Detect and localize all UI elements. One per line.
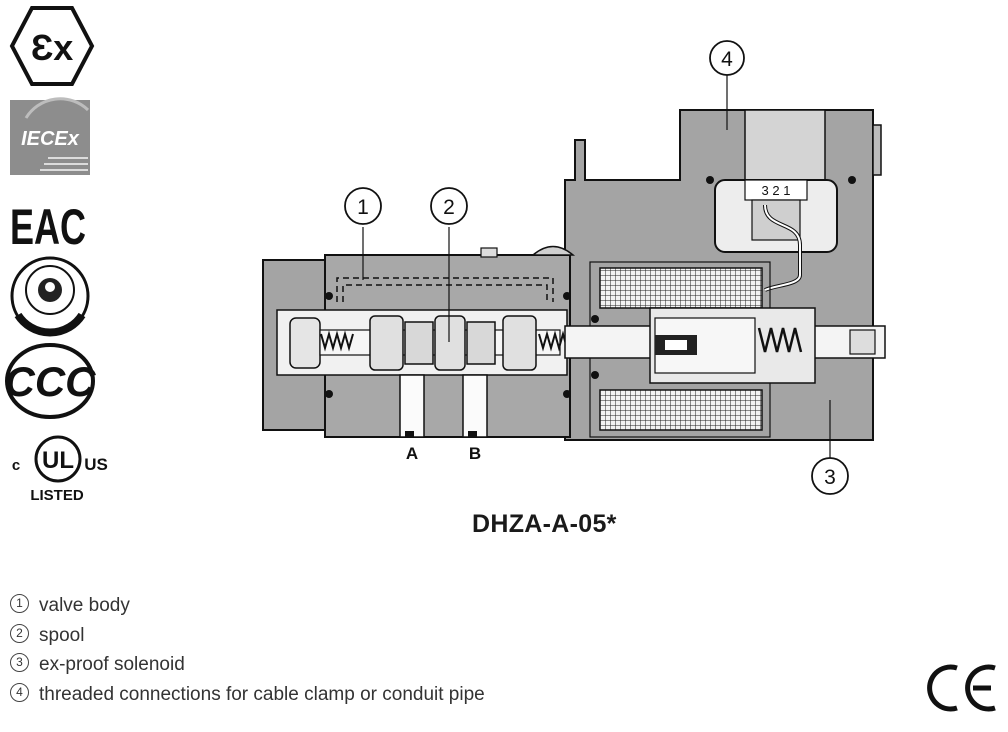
ce-mark-logo: CE [927, 664, 996, 712]
certification-logos: Ɛx IECEx EAC CCC UL c US LISTED [5, 6, 108, 504]
legend-item: 3 ex-proof solenoid [10, 650, 485, 680]
atex-ex-logo: Ɛx [9, 6, 95, 86]
callout-4: 4 [709, 40, 745, 76]
ul-listed-logo: UL c US LISTED [12, 435, 108, 504]
legend-item-text: ex-proof solenoid [39, 654, 185, 675]
ccc-logo-text: CCC [5, 358, 97, 405]
legend-item-text: spool [39, 624, 85, 646]
eac-logo-text: EAC [10, 199, 86, 255]
ul-listed-text: LISTED [30, 487, 84, 504]
callout-1: 1 [344, 187, 382, 225]
legend-item: 2 spool [10, 621, 485, 651]
callout-leaders [362, 74, 831, 458]
legend-item-number: 3 [10, 653, 29, 673]
callout-3: 3 [811, 457, 849, 495]
callout-2-label: 2 [443, 196, 455, 219]
iecex-logo: IECEx [10, 97, 90, 175]
spool [289, 315, 568, 371]
ccc-logo: CCC [5, 343, 97, 419]
ul-c-text: c [12, 457, 20, 474]
iecex-logo-text: IECEx [21, 128, 80, 150]
legend-item: 1 valve body [10, 591, 485, 621]
callout-1-label: 1 [357, 196, 369, 219]
eac-logo: EAC [10, 199, 86, 255]
diagram-title: DHZA-A-05* [472, 510, 617, 538]
safety-seal-logo [10, 256, 90, 337]
connector-pin-labels: 3 2 1 [762, 183, 791, 198]
callout-3-label: 3 [824, 466, 836, 489]
legend-item-number: 2 [10, 623, 29, 643]
callout-2: 2 [430, 187, 468, 225]
armature-plunger [564, 307, 886, 384]
valve-cross-section-diagram: 3 2 1 [262, 40, 886, 495]
ul-us-text: US [84, 455, 108, 474]
legend-item-text: threaded connections for cable clamp or … [39, 683, 485, 705]
electrical-connector: 3 2 1 [706, 109, 856, 292]
legend-item: 4 threaded connections for cable clamp or… [10, 680, 485, 710]
solenoid-coil [589, 261, 771, 438]
callout-4-label: 4 [721, 48, 733, 71]
legend-item-number: 1 [10, 594, 29, 614]
legend-item-number: 4 [10, 682, 29, 702]
ex-logo-text: Ɛx [31, 27, 74, 68]
ul-mark-text: UL [42, 447, 74, 474]
port-a-label: A [406, 444, 418, 463]
legend-item-text: valve body [39, 595, 130, 616]
port-b-label: B [469, 444, 481, 463]
